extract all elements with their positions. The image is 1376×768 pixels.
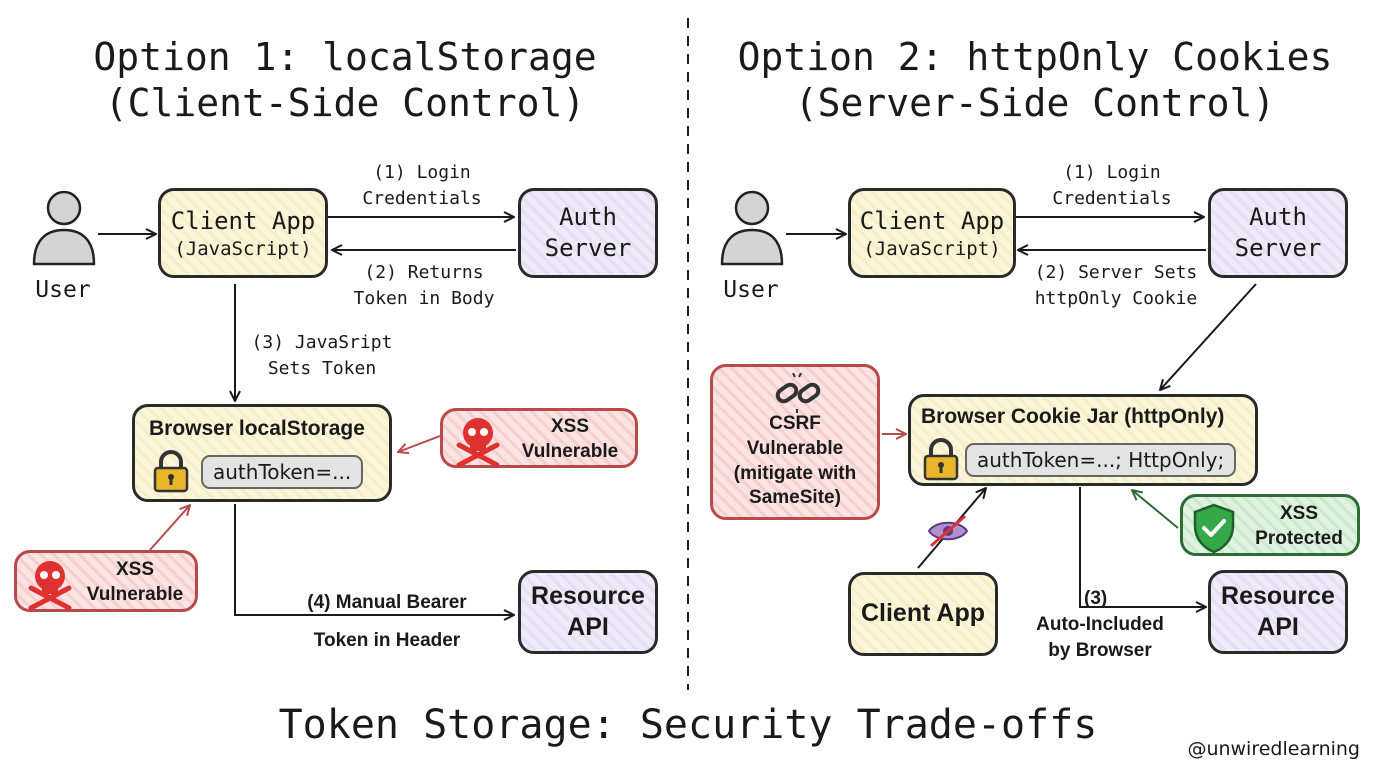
- xss-right-line1: XSS: [550, 416, 590, 437]
- login2-label: (1) Login Credentials: [1020, 160, 1204, 212]
- cookie-jar-token: authToken=...; HttpOnly;: [965, 443, 1237, 477]
- user-icon: [30, 188, 98, 268]
- login2-label-line2: Credentials: [1052, 188, 1172, 210]
- xss-protected-line2: Protected: [1255, 527, 1343, 549]
- option1-title-line2: (Client-Side Control): [104, 81, 586, 126]
- auto-included-label: (3) Auto-Included by Browser: [1014, 586, 1186, 665]
- csrf-line2: Vulnerable: [746, 437, 844, 459]
- user-icon: [718, 188, 786, 268]
- xss-left-line2: Vulnerable: [86, 583, 184, 605]
- csrf-line1: CSRF: [769, 413, 821, 435]
- client-app-box: Client App (JavaScript): [158, 188, 328, 278]
- returns-label-line2: Token in Body: [353, 288, 495, 310]
- sets-cookie-label-line2: httpOnly Cookie: [1034, 288, 1198, 310]
- auth-server2-line2: Server: [1234, 234, 1322, 262]
- login-label: (1) Login Credentials: [330, 160, 514, 212]
- footer-title: Token Storage: Security Trade-offs: [278, 702, 1098, 748]
- client-app-sub: (JavaScript): [174, 237, 312, 260]
- localstorage-token: authToken=...: [201, 455, 364, 489]
- shield-check-icon: [1191, 502, 1237, 554]
- xss-left-line1: XSS: [115, 559, 155, 580]
- sets-cookie-label: (2) Server Sets httpOnly Cookie: [1018, 260, 1214, 312]
- csrf-text: CSRF Vulnerable (mitigate with SameSite): [734, 412, 856, 511]
- client-app-bottom-label: Client App: [860, 599, 986, 628]
- xss-protected-box: XSS Protected: [1180, 494, 1360, 556]
- bearer-label-line1: (4) Manual Bearer: [307, 592, 467, 613]
- auto-included-line1: (3): [1084, 588, 1108, 609]
- option2-title-line2: (Server-Side Control): [794, 81, 1276, 126]
- bearer-label-line2: Token in Header: [313, 630, 461, 651]
- resource-api-box: Resource API: [518, 570, 658, 654]
- user-label: User: [35, 277, 91, 303]
- auth-server-line1: Auth: [559, 202, 617, 231]
- sets-cookie-label-line1: (2) Server Sets: [1034, 262, 1198, 283]
- js-sets-label-line1: (3) JavaSript: [251, 332, 393, 353]
- xss-vulnerable-box-right: XSS Vulnerable: [440, 408, 638, 468]
- auth-server-line2: Server: [544, 234, 632, 262]
- cookie-jar-title: Browser Cookie Jar (httpOnly): [921, 405, 1225, 428]
- auth-server2-line1: Auth: [1249, 202, 1307, 231]
- cookie-jar-box: Browser Cookie Jar (httpOnly) authToken=…: [908, 394, 1258, 486]
- skull-icon: [25, 558, 75, 611]
- option1-title-line1: Option 1: localStorage: [93, 35, 597, 79]
- auth-server2-box: Auth Server: [1208, 188, 1348, 278]
- localstorage-box: Browser localStorage authToken=...: [132, 404, 392, 502]
- js-sets-label: (3) JavaSript Sets Token: [244, 330, 400, 382]
- xss-protected-text: XSS Protected: [1239, 502, 1359, 551]
- xss-left-arrow: [149, 505, 190, 551]
- client-app2-name: Client App: [859, 207, 1005, 236]
- xss-right-text: XSS Vulnerable: [503, 415, 637, 464]
- option2-title: Option 2: httpOnly Cookies (Server-Side …: [710, 34, 1360, 127]
- lock-icon: [921, 437, 961, 481]
- user2-label: User: [723, 277, 779, 303]
- broken-chain-icon: [773, 372, 823, 413]
- csrf-line3: (mitigate with: [733, 462, 857, 484]
- client-app-name: Client App: [170, 207, 316, 236]
- option1-title: Option 1: localStorage (Client-Side Cont…: [40, 34, 650, 127]
- resource-api-line1: Resource: [531, 581, 645, 610]
- resource-api2-line2: API: [1257, 613, 1299, 641]
- xss-protected-arrow: [1132, 490, 1179, 529]
- auto-included-line2: Auto-Included: [1036, 614, 1164, 636]
- csrf-box: CSRF Vulnerable (mitigate with SameSite): [710, 364, 880, 520]
- returns-label: (2) Returns Token in Body: [334, 260, 514, 312]
- xss-left-text: XSS Vulnerable: [73, 558, 197, 607]
- resource-api-line2: API: [567, 613, 609, 641]
- auth-server-box: Auth Server: [518, 188, 658, 278]
- login2-label-line1: (1) Login: [1063, 162, 1161, 183]
- xss-right-arrow: [398, 435, 441, 452]
- resource-api2-line1: Resource: [1221, 581, 1335, 610]
- resource-api2-box: Resource API: [1208, 570, 1348, 654]
- localstorage-title: Browser localStorage: [149, 417, 365, 440]
- lock-icon: [151, 449, 191, 493]
- js-sets-label-line2: Sets Token: [267, 358, 377, 380]
- client-app2-sub: (JavaScript): [863, 237, 1001, 260]
- login-label-line1: (1) Login: [373, 162, 471, 183]
- csrf-line4: SameSite): [749, 487, 841, 509]
- xss-protected-line1: XSS: [1279, 503, 1319, 524]
- login-label-line2: Credentials: [362, 188, 482, 210]
- client-app-bottom-box: Client App: [848, 572, 998, 656]
- eye-slash-icon: [926, 514, 970, 548]
- client-app2-box: Client App (JavaScript): [848, 188, 1016, 278]
- bearer-arrow: [234, 504, 514, 615]
- skull-icon: [453, 415, 503, 468]
- xss-vulnerable-box-left: XSS Vulnerable: [14, 550, 198, 612]
- option2-title-line1: Option 2: httpOnly Cookies: [737, 35, 1333, 79]
- bearer-label: (4) Manual Bearer Token in Header: [262, 584, 512, 660]
- xss-right-line2: Vulnerable: [521, 440, 619, 462]
- auto-include-arrow: [1079, 487, 1206, 607]
- returns-label-line1: (2) Returns: [364, 262, 484, 283]
- auto-included-line3: by Browser: [1048, 640, 1152, 662]
- server-to-jar-arrow: [1160, 283, 1257, 390]
- author-handle: @unwiredlearning: [1187, 738, 1360, 760]
